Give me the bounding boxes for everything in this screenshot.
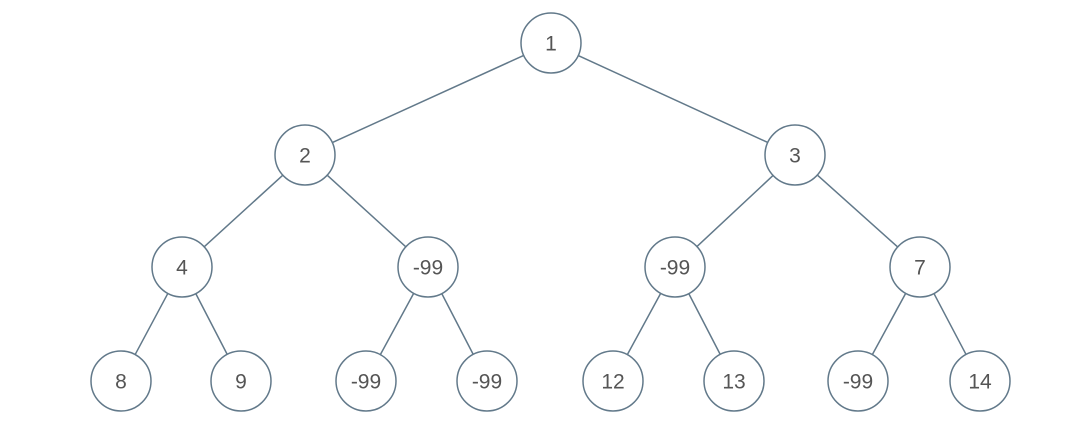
node-label: 13	[722, 371, 745, 394]
node-circle	[90, 350, 152, 412]
tree-edge	[696, 174, 774, 248]
node-circle	[397, 236, 459, 298]
node-circle	[210, 350, 272, 412]
node-circle	[764, 124, 826, 186]
tree-node[interactable]: 1	[520, 12, 582, 74]
tree-node[interactable]: 4	[151, 236, 213, 298]
tree-node[interactable]: 2	[274, 124, 336, 186]
node-circle	[889, 236, 951, 298]
node-label: 4	[176, 257, 188, 280]
node-label: -99	[660, 257, 690, 280]
tree-edge	[626, 292, 662, 356]
node-circle	[703, 350, 765, 412]
node-circle	[456, 350, 518, 412]
tree-edge	[816, 174, 899, 248]
node-circle	[644, 236, 706, 298]
tree-edge	[933, 292, 967, 356]
node-circle	[520, 12, 582, 74]
tree-edge	[195, 292, 228, 356]
tree-edge	[134, 292, 169, 356]
node-label: 9	[235, 371, 247, 394]
tree-edge	[379, 292, 415, 356]
tree-node[interactable]: -99	[827, 350, 889, 412]
tree-edge	[331, 54, 525, 144]
tree-node[interactable]: 3	[764, 124, 826, 186]
tree-node[interactable]: -99	[456, 350, 518, 412]
node-label: 1	[545, 33, 557, 56]
node-label: 8	[115, 371, 127, 394]
node-circle	[335, 350, 397, 412]
tree-node[interactable]: -99	[397, 236, 459, 298]
node-circle	[949, 350, 1011, 412]
edge-layer	[134, 54, 967, 356]
node-label: -99	[413, 257, 443, 280]
node-label: 12	[601, 371, 624, 394]
tree-edge	[441, 292, 474, 356]
tree-node[interactable]: 13	[703, 350, 765, 412]
node-label: 14	[968, 371, 992, 394]
node-label: -99	[351, 371, 381, 394]
tree-node[interactable]: 8	[90, 350, 152, 412]
tree-node[interactable]: 9	[210, 350, 272, 412]
tree-node[interactable]: 14	[949, 350, 1011, 412]
tree-node[interactable]: 7	[889, 236, 951, 298]
tree-edge	[203, 174, 284, 248]
node-circle	[582, 350, 644, 412]
node-label: -99	[472, 371, 502, 394]
node-label: 3	[789, 145, 801, 168]
node-circle	[151, 236, 213, 298]
node-label: 7	[914, 257, 926, 280]
node-circle	[274, 124, 336, 186]
tree-node[interactable]: 12	[582, 350, 644, 412]
tree-edge	[577, 54, 769, 144]
tree-node[interactable]: -99	[335, 350, 397, 412]
node-label: 2	[299, 145, 311, 168]
node-circle	[827, 350, 889, 412]
tree-edge	[688, 292, 721, 356]
tree-edge	[326, 174, 407, 248]
tree-edge	[871, 292, 907, 356]
tree-node[interactable]: -99	[644, 236, 706, 298]
node-label: -99	[843, 371, 873, 394]
